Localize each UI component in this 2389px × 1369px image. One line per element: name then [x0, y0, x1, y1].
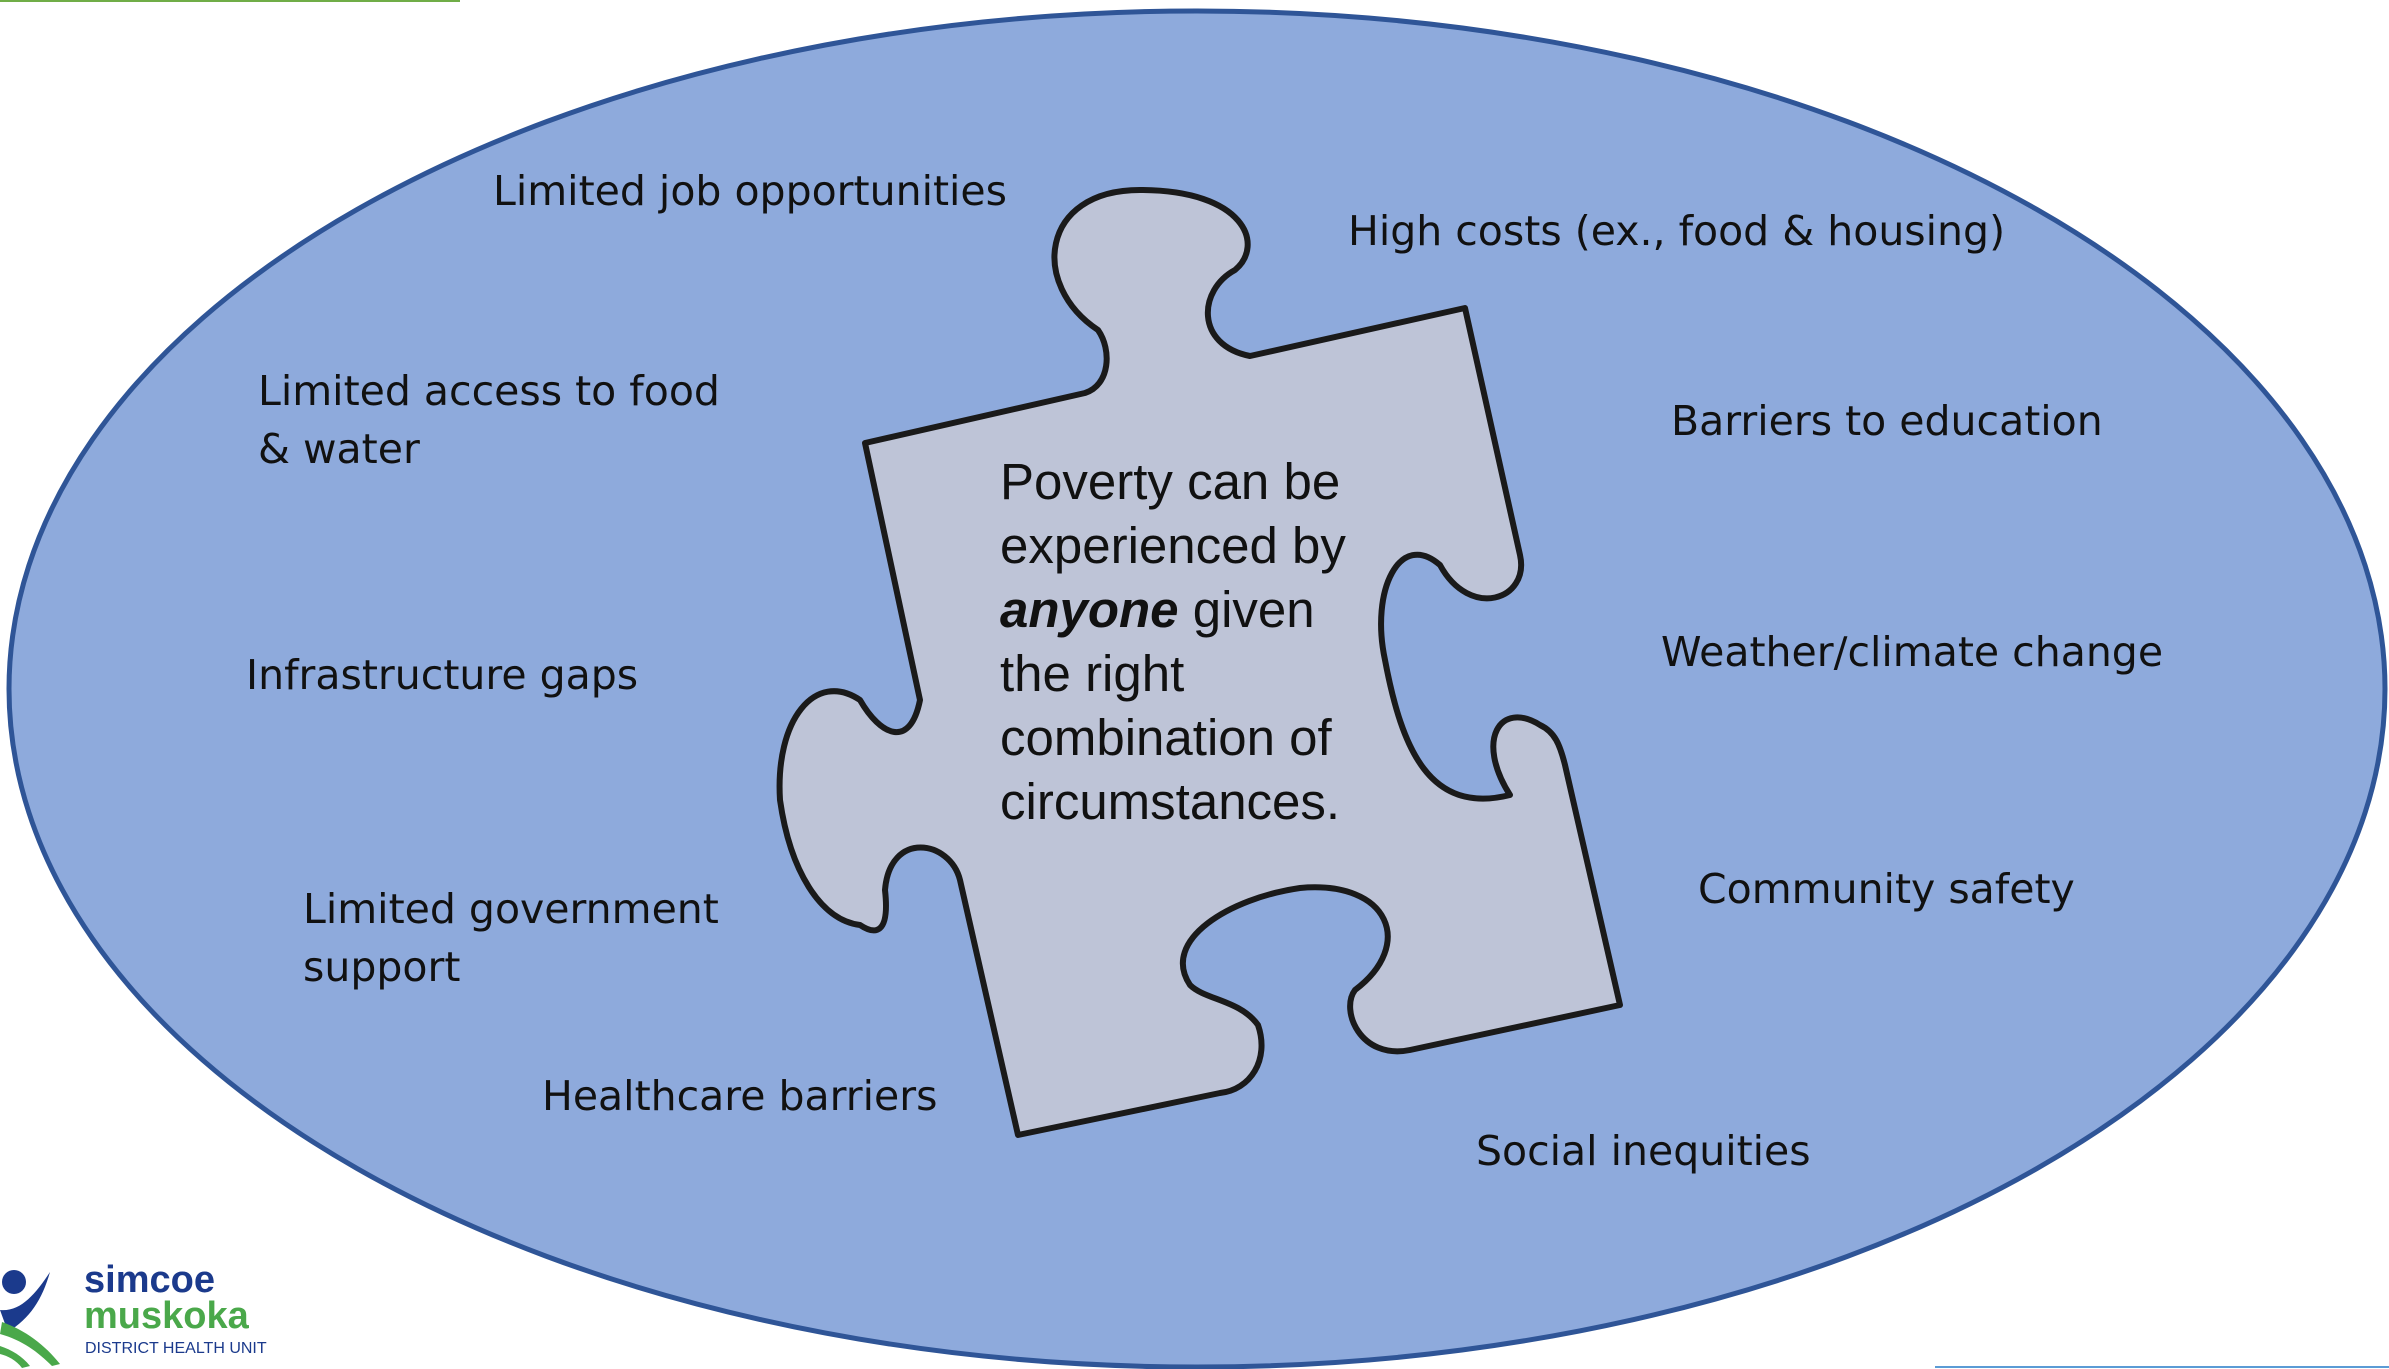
factor-infrastructure: Infrastructure gaps	[246, 651, 639, 699]
center-line-6: circumstances.	[1000, 773, 1341, 830]
center-line-3: anyone given	[1000, 578, 1346, 642]
center-statement: Poverty can be experienced by anyone giv…	[1000, 450, 1346, 834]
center-line-4: the right	[1000, 645, 1185, 702]
center-line-3-rest: given	[1178, 581, 1315, 638]
center-line-1: Poverty can be	[1000, 453, 1341, 510]
factor-high-costs: High costs (ex., food & housing)	[1348, 207, 2006, 255]
center-line-2: experienced by	[1000, 517, 1346, 574]
logo-subtitle: DISTRICT HEALTH UNIT	[85, 1340, 267, 1357]
center-line-5: combination of	[1000, 709, 1332, 766]
factor-food-water: Limited access to food & water	[258, 362, 720, 478]
emphasis-anyone: anyone	[1000, 581, 1179, 638]
factor-education: Barriers to education	[1671, 397, 2103, 445]
logo-word-simcoe: simcoe	[84, 1259, 215, 1301]
factor-job-opportunities: Limited job opportunities	[493, 167, 1008, 215]
factor-community-safety: Community safety	[1698, 865, 2075, 913]
logo-swoosh-green-small	[0, 1346, 30, 1368]
logo-swoosh-blue	[0, 1272, 50, 1332]
factor-food-water-line-1: Limited access to food	[258, 367, 720, 415]
logo-word-muskoka: muskoka	[84, 1295, 249, 1337]
factor-government-line-1: Limited government	[303, 885, 719, 933]
simcoe-muskoka-logo: simcoe muskoka DISTRICT HEALTH UNIT	[0, 1260, 290, 1369]
factor-government-support: Limited government support	[303, 880, 719, 996]
factor-healthcare: Healthcare barriers	[542, 1072, 938, 1120]
simcoe-muskoka-logo-icon	[0, 1270, 60, 1368]
logo-dot	[2, 1270, 26, 1294]
factor-social-inequities: Social inequities	[1476, 1127, 1811, 1175]
factor-weather-climate: Weather/climate change	[1661, 628, 2164, 676]
factor-government-line-2: support	[303, 943, 461, 991]
factor-food-water-line-2: & water	[258, 425, 420, 473]
logo-swoosh-green	[0, 1322, 60, 1366]
puzzle-piece-icon	[776, 187, 1623, 1138]
